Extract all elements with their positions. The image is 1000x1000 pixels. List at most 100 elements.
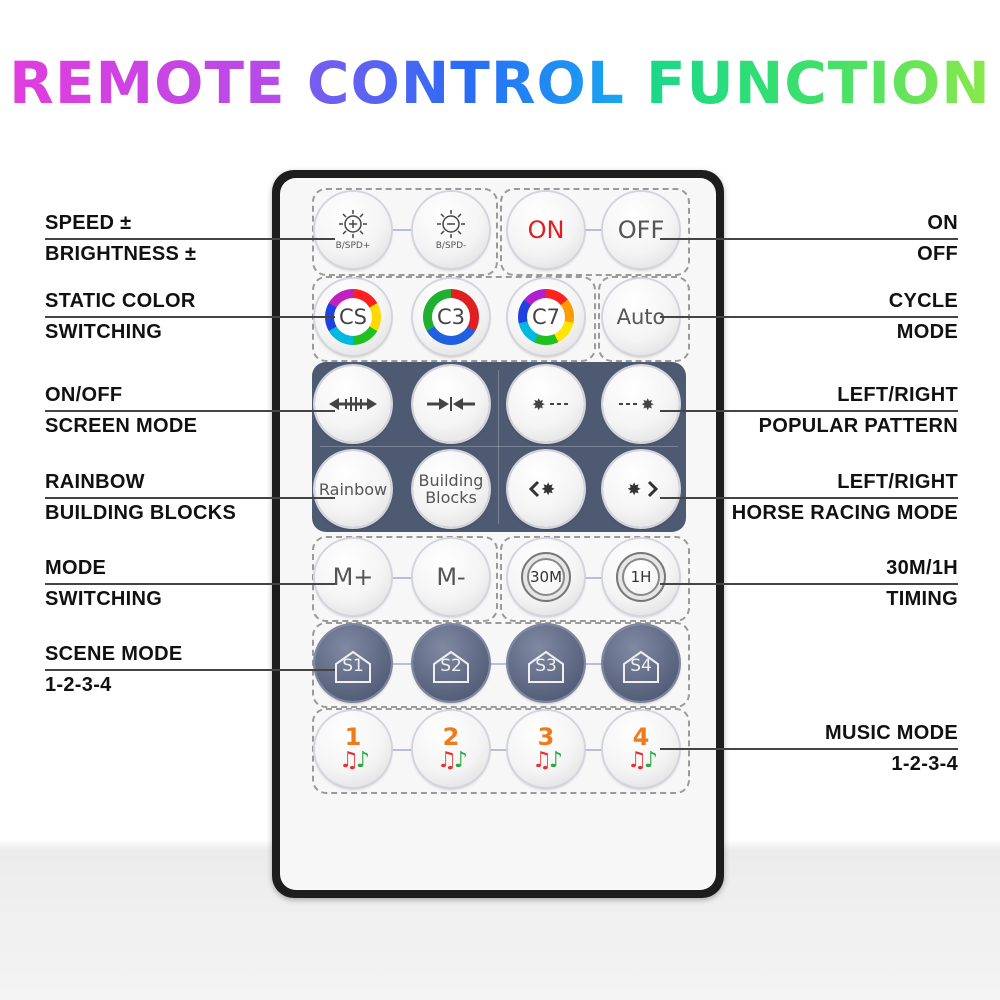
on-button[interactable]: ON: [508, 192, 584, 268]
timer-30m-button[interactable]: 30M: [508, 539, 584, 615]
sun-plus-icon: [339, 210, 367, 238]
horse-racing-right-button[interactable]: ✸: [603, 451, 679, 527]
group-power: [500, 188, 690, 276]
group-music: [312, 708, 690, 794]
scene-2-label: S2: [440, 656, 462, 676]
label-on-off: ON OFF: [917, 212, 958, 265]
callout-line: [660, 583, 958, 585]
label-scene-mode: SCENE MODE 1-2-3-4: [45, 643, 183, 696]
sun-minus-icon: [437, 210, 465, 238]
scene-1-label: S1: [342, 656, 364, 676]
mode-plus-button[interactable]: M+: [315, 539, 391, 615]
music-1-label: 1: [344, 723, 362, 751]
group-mode: [312, 536, 498, 622]
music-2-button[interactable]: 2 ♫♪: [413, 711, 489, 787]
callout-line: [45, 316, 335, 318]
svg-text:✸: ✸: [627, 480, 641, 499]
group-timer: [500, 536, 690, 622]
auto-button[interactable]: Auto: [603, 279, 679, 355]
music-2-label: 2: [442, 723, 460, 751]
brightness-speed-up-button[interactable]: B/SPD+: [315, 192, 391, 268]
label-popular-pattern: LEFT/RIGHT POPULAR PATTERN: [758, 384, 958, 437]
c7-label: C7: [527, 298, 565, 336]
callout-line: [45, 410, 335, 412]
bspd-plus-label: B/SPD+: [335, 241, 371, 251]
music-3-label: 3: [537, 723, 555, 751]
star-right-icon: ✸: [619, 395, 654, 413]
timer-1h-label: 1H: [616, 552, 666, 602]
svg-text:✸: ✸: [532, 395, 545, 413]
title-word-control: CONTROL: [306, 49, 625, 117]
scene-4-button[interactable]: S4: [603, 625, 679, 701]
group-brightness: [312, 188, 498, 276]
building-blocks-button[interactable]: Building Blocks: [413, 451, 489, 527]
callout-line: [660, 497, 958, 499]
off-label: OFF: [617, 216, 665, 244]
title-word-remote: REMOTE: [9, 49, 286, 117]
chevron-star-left-icon: ✸: [528, 480, 555, 499]
music-notes-icon: ♫♪: [339, 748, 370, 773]
bspd-minus-label: B/SPD-: [435, 241, 467, 251]
scene-3-button[interactable]: S3: [508, 625, 584, 701]
cs-label: CS: [334, 298, 372, 336]
callout-line: [660, 316, 958, 318]
rainbow-button[interactable]: Rainbow: [315, 451, 391, 527]
title-word-function: FUNCTION: [645, 49, 991, 117]
blocks-label: Blocks: [425, 488, 477, 507]
rainbow-label: Rainbow: [318, 479, 388, 499]
label-onoff-screen: ON/OFF SCREEN MODE: [45, 384, 198, 437]
cs-button[interactable]: CS: [315, 279, 391, 355]
callout-line: [660, 238, 958, 240]
label-static-color: STATIC COLOR SWITCHING: [45, 290, 196, 343]
music-3-button[interactable]: 3 ♫♪: [508, 711, 584, 787]
callout-line: [45, 583, 335, 585]
callout-line: [45, 669, 335, 671]
star-left-icon: ✸: [532, 395, 568, 413]
svg-text:✸: ✸: [641, 395, 654, 413]
screen-close-button[interactable]: [413, 366, 489, 442]
house-icon: [623, 650, 659, 683]
label-timing: 30M/1H TIMING: [886, 557, 958, 610]
music-notes-icon: ♫♪: [532, 748, 563, 773]
label-horse-racing: LEFT/RIGHT HORSE RACING MODE: [731, 471, 958, 524]
m-minus-label: M-: [436, 563, 466, 591]
music-notes-icon: ♫♪: [437, 748, 468, 773]
music-notes-icon: ♫♪: [627, 748, 658, 773]
c3-button[interactable]: C3: [413, 279, 489, 355]
arrows-out-icon: [329, 397, 377, 411]
scene-4-label: S4: [630, 656, 652, 676]
horse-racing-left-button[interactable]: ✸: [508, 451, 584, 527]
m-plus-label: M+: [332, 563, 374, 591]
brightness-speed-down-button[interactable]: B/SPD-: [413, 192, 489, 268]
page-title: REMOTE CONTROL FUNCTION: [0, 48, 1000, 118]
label-speed-brightness: SPEED ± BRIGHTNESS ±: [45, 212, 197, 265]
label-rainbow-blocks: RAINBOW BUILDING BLOCKS: [45, 471, 237, 524]
building-label: Building: [418, 471, 484, 490]
house-icon: [433, 650, 469, 683]
group-scene: [312, 622, 690, 708]
scene-2-button[interactable]: S2: [413, 625, 489, 701]
callout-line: [660, 748, 958, 750]
scene-1-button[interactable]: S1: [315, 625, 391, 701]
callout-line: [45, 497, 335, 499]
off-button[interactable]: OFF: [603, 192, 679, 268]
callout-line: [660, 410, 958, 412]
music-1-button[interactable]: 1 ♫♪: [315, 711, 391, 787]
popular-pattern-left-button[interactable]: ✸: [508, 366, 584, 442]
scene-3-label: S3: [535, 656, 557, 676]
c3-label: C3: [432, 298, 470, 336]
mode-minus-button[interactable]: M-: [413, 539, 489, 615]
label-cycle-mode: CYCLE MODE: [888, 290, 958, 343]
on-label: ON: [527, 216, 565, 244]
callout-line: [45, 238, 335, 240]
house-icon: [528, 650, 564, 683]
timer-30m-label: 30M: [521, 552, 571, 602]
c7-button[interactable]: C7: [508, 279, 584, 355]
screen-open-button[interactable]: [315, 366, 391, 442]
timer-1h-button[interactable]: 1H: [603, 539, 679, 615]
group-static-color: [312, 276, 596, 362]
label-mode-switching: MODE SWITCHING: [45, 557, 163, 610]
popular-pattern-right-button[interactable]: ✸: [603, 366, 679, 442]
auto-label: Auto: [616, 305, 666, 329]
label-music-mode: MUSIC MODE 1-2-3-4: [825, 722, 958, 775]
